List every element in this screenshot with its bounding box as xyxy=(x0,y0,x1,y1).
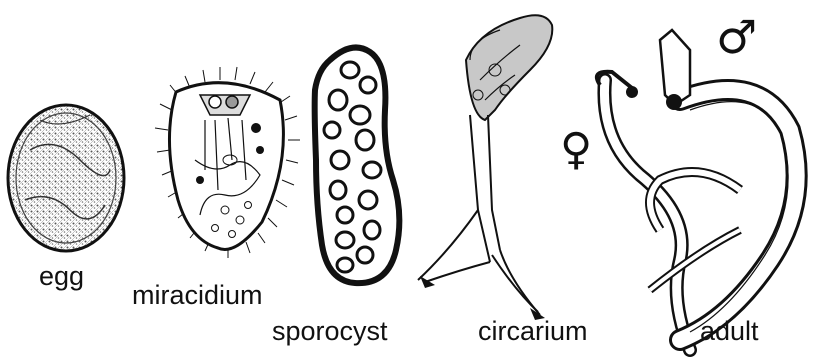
label-egg: egg xyxy=(39,263,84,290)
label-miracidium: miracidium xyxy=(132,282,263,309)
circarium-illustration xyxy=(418,15,552,320)
egg-illustration xyxy=(8,105,124,251)
male-symbol-icon: ♂ xyxy=(716,14,757,60)
label-sporocyst: sporocyst xyxy=(272,318,388,345)
miracidium-illustration xyxy=(155,67,300,258)
female-symbol-icon: ♀ xyxy=(560,128,592,172)
label-circarium: circarium xyxy=(478,318,588,345)
sporocyst-illustration xyxy=(315,48,400,284)
adult-illustration xyxy=(597,30,797,350)
label-adult: adult xyxy=(700,318,759,345)
